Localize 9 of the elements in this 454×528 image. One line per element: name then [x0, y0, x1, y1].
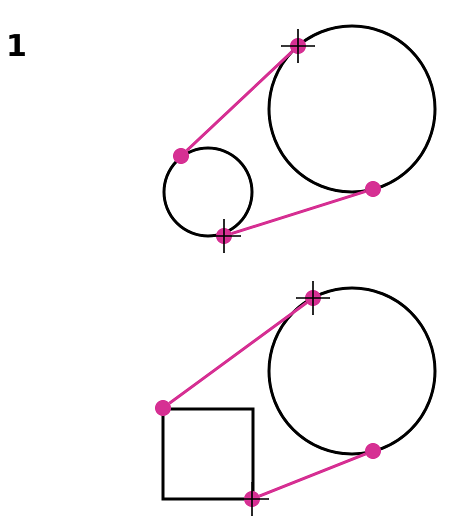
tangent-line [168, 302, 308, 404]
tangent-line [258, 452, 366, 498]
tangent-line [186, 50, 294, 152]
point-marker [365, 181, 381, 197]
tangent-line [231, 190, 366, 236]
point-marker [365, 443, 381, 459]
point-marker [155, 400, 171, 416]
point-marker [173, 148, 189, 164]
figure-number: 1 [6, 32, 27, 62]
